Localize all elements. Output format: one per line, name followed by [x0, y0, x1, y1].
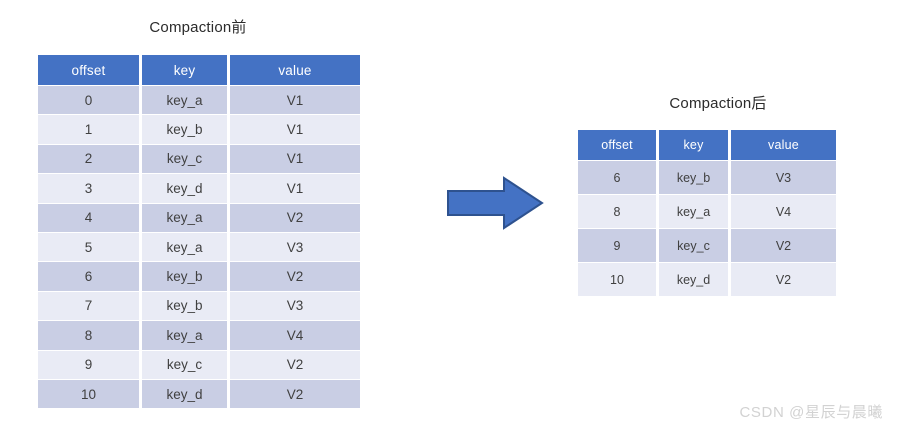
cell-value: V2	[731, 263, 836, 297]
cell-offset: 8	[578, 195, 659, 229]
cell-offset: 9	[578, 229, 659, 263]
cell-value: V3	[230, 232, 360, 263]
csdn-watermark: CSDN @星辰与晨曦	[739, 404, 883, 421]
table-row: 9 key_c V2	[578, 229, 836, 263]
cell-offset: 1	[38, 115, 142, 145]
cell-value: V3	[230, 291, 360, 322]
column-header-offset: offset	[38, 55, 142, 86]
cell-value: V1	[230, 174, 360, 204]
column-header-value: value	[230, 55, 360, 86]
cell-offset: 9	[38, 350, 142, 380]
cell-offset: 8	[38, 321, 142, 351]
cell-offset: 5	[38, 232, 142, 263]
cell-value: V1	[230, 115, 360, 145]
table-row: 6 key_b V3	[578, 161, 836, 195]
cell-value: V2	[230, 262, 360, 292]
cell-value: V1	[230, 144, 360, 175]
cell-value: V4	[230, 321, 360, 351]
cell-offset: 6	[38, 262, 142, 292]
column-header-key: key	[659, 130, 731, 161]
cell-key: key_a	[659, 195, 731, 229]
table-row: 10 key_d V2	[38, 379, 360, 410]
column-header-key: key	[142, 55, 230, 86]
cell-value: V2	[731, 229, 836, 263]
after-table-header: offset key value	[578, 130, 836, 161]
arrow-shape	[447, 176, 544, 230]
cell-key: key_d	[142, 379, 230, 410]
cell-key: key_c	[659, 229, 731, 263]
cell-value: V2	[230, 203, 360, 233]
cell-value: V3	[731, 161, 836, 195]
cell-value: V2	[230, 350, 360, 380]
cell-offset: 6	[578, 161, 659, 195]
table-row: 5 key_a V3	[38, 232, 360, 263]
cell-key: key_a	[142, 321, 230, 351]
cell-offset: 10	[38, 379, 142, 410]
table-row: 10 key_d V2	[578, 263, 836, 297]
cell-key: key_b	[142, 291, 230, 322]
before-table-header: offset key value	[38, 55, 360, 86]
column-header-value: value	[731, 130, 836, 161]
before-compaction-table: offset key value 0 key_a V1 1 key_b V1 2…	[38, 55, 360, 410]
after-compaction-table: offset key value 6 key_b V3 8 key_a V4 9…	[578, 130, 836, 297]
cell-offset: 2	[38, 144, 142, 175]
table-row: 1 key_b V1	[38, 115, 360, 145]
table-row: 8 key_a V4	[578, 195, 836, 229]
cell-key: key_a	[142, 203, 230, 233]
right-arrow-icon	[447, 176, 544, 230]
table-row: 3 key_d V1	[38, 174, 360, 204]
cell-key: key_a	[142, 86, 230, 116]
cell-offset: 0	[38, 86, 142, 116]
cell-key: key_c	[142, 350, 230, 380]
table-row: 8 key_a V4	[38, 321, 360, 351]
table-row: 7 key_b V3	[38, 291, 360, 322]
cell-value: V1	[230, 86, 360, 116]
cell-key: key_b	[142, 262, 230, 292]
table-row: 9 key_c V2	[38, 350, 360, 380]
after-table-title: Compaction后	[669, 95, 767, 112]
before-table-body: 0 key_a V1 1 key_b V1 2 key_c V1 3 key_d…	[38, 86, 360, 410]
before-table-title: Compaction前	[149, 19, 247, 36]
cell-key: key_d	[659, 263, 731, 297]
table-row: 6 key_b V2	[38, 262, 360, 292]
cell-offset: 7	[38, 291, 142, 322]
cell-key: key_d	[142, 174, 230, 204]
cell-value: V2	[230, 379, 360, 410]
cell-key: key_b	[142, 115, 230, 145]
table-row: 2 key_c V1	[38, 144, 360, 175]
cell-key: key_c	[142, 144, 230, 175]
table-header-row: offset key value	[578, 130, 836, 161]
cell-value: V4	[731, 195, 836, 229]
after-table-body: 6 key_b V3 8 key_a V4 9 key_c V2 10 key_…	[578, 161, 836, 297]
table-row: 0 key_a V1	[38, 86, 360, 116]
table-row: 4 key_a V2	[38, 203, 360, 233]
cell-offset: 4	[38, 203, 142, 233]
cell-key: key_a	[142, 232, 230, 263]
cell-offset: 3	[38, 174, 142, 204]
cell-offset: 10	[578, 263, 659, 297]
table-header-row: offset key value	[38, 55, 360, 86]
column-header-offset: offset	[578, 130, 659, 161]
cell-key: key_b	[659, 161, 731, 195]
